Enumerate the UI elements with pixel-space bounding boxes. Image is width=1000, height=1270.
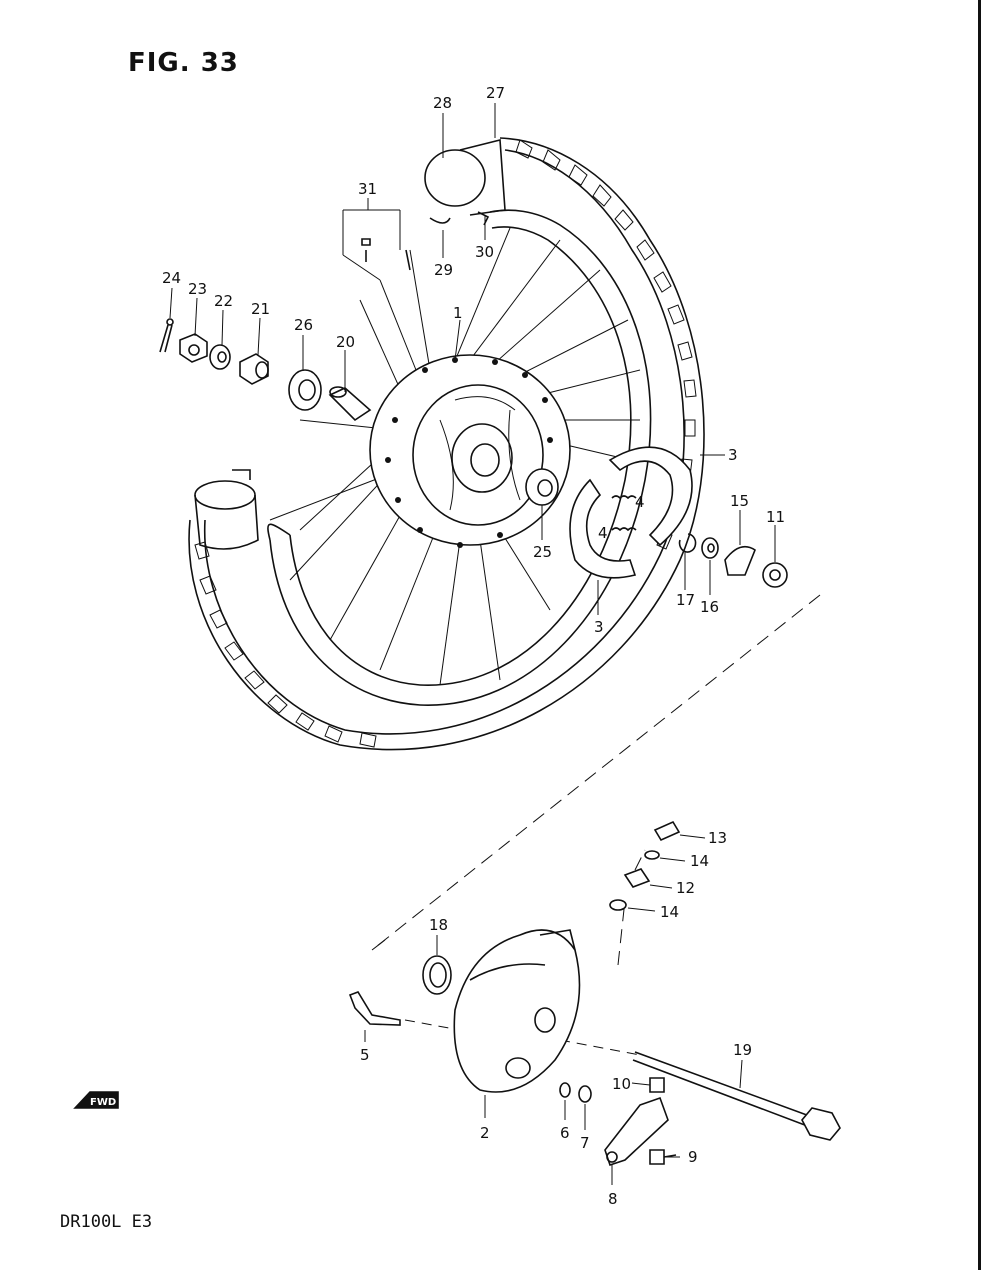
callout-leaders [169,103,776,1185]
callout-30: 30 [475,243,494,261]
part-14-washer-lower [609,899,627,911]
callout-2: 2 [480,1124,490,1142]
callout-1: 1 [453,304,463,322]
callout-16: 16 [700,598,719,616]
callout-labels: 1 2 3 3 4 4 5 6 7 8 9 10 11 12 13 14 14 … [162,84,785,1208]
callout-11: 11 [766,508,785,526]
callout-23: 23 [188,280,207,298]
part-26-bearing [288,369,322,411]
part-24-cotter-pin [159,318,174,353]
part-18-oil-seal [422,955,452,995]
part-22-washer [209,344,231,370]
callout-9: 9 [688,1148,698,1166]
callout-12: 12 [676,879,695,897]
figure-title: FIG. 33 [128,48,239,78]
rim [267,209,652,706]
callout-20: 20 [336,333,355,351]
callout-17: 17 [676,591,695,609]
callout-18: 18 [429,916,448,934]
part-3-brake-shoe-upper [608,446,693,547]
part-11-speedometer-gear [762,562,788,588]
callout-27: 27 [486,84,505,102]
part-10-nut [649,1077,665,1093]
part-8-brake-cam-lever [604,1096,669,1167]
assembly-leader-lines [371,594,821,1056]
callout-14-upper: 14 [690,852,709,870]
part-25-bearing [525,468,559,506]
part-21-spacer [239,353,269,385]
callout-15: 15 [730,492,749,510]
part-2-brake-panel [453,929,581,1093]
part-13-speedo-fitting [653,820,681,842]
part-31-spoke-nipples [342,209,411,281]
callout-26: 26 [294,316,313,334]
callout-25: 25 [533,543,552,561]
part-15-retainer [724,545,756,576]
callout-10: 10 [612,1075,631,1093]
callout-24: 24 [162,269,181,287]
part-7-washer [578,1085,592,1103]
tire [188,137,705,751]
wheel-hub [369,354,571,548]
callout-8: 8 [608,1190,618,1208]
part-23-axle-nut [179,333,208,363]
callout-19: 19 [733,1041,752,1059]
model-code: DR100L E3 [60,1212,153,1232]
callout-4-lower: 4 [598,524,608,542]
callout-5: 5 [360,1046,370,1064]
callout-3-lower: 3 [594,618,604,636]
callout-3-upper: 3 [728,446,738,464]
part-17-circlip [678,533,697,553]
part-16-washer [701,537,719,559]
page-edge-line [978,0,981,1270]
part-9-bolt [649,1149,677,1165]
part-3-brake-shoe-lower [569,478,637,579]
callout-4-upper: 4 [635,493,645,511]
part-4-brake-springs [611,495,637,532]
callout-14-lower: 14 [660,903,679,921]
fwd-direction-badge: FWD [73,1091,119,1109]
callout-28: 28 [433,94,452,112]
tube-cross-section [194,138,506,550]
part-20-spacer-tube [328,386,372,422]
part-6-washer [559,1082,571,1098]
callout-7: 7 [580,1134,590,1152]
callout-31: 31 [358,180,377,198]
callout-21: 21 [251,300,270,318]
part-14-washer-upper [644,850,660,860]
callout-6: 6 [560,1124,570,1142]
part-12-speedo-drive [623,868,651,888]
callout-29: 29 [434,261,453,279]
fwd-label: FWD [90,1097,116,1108]
callout-13: 13 [708,829,727,847]
part-5-camshaft [348,991,401,1026]
callout-22: 22 [214,292,233,310]
part-19-axle [632,1051,841,1141]
